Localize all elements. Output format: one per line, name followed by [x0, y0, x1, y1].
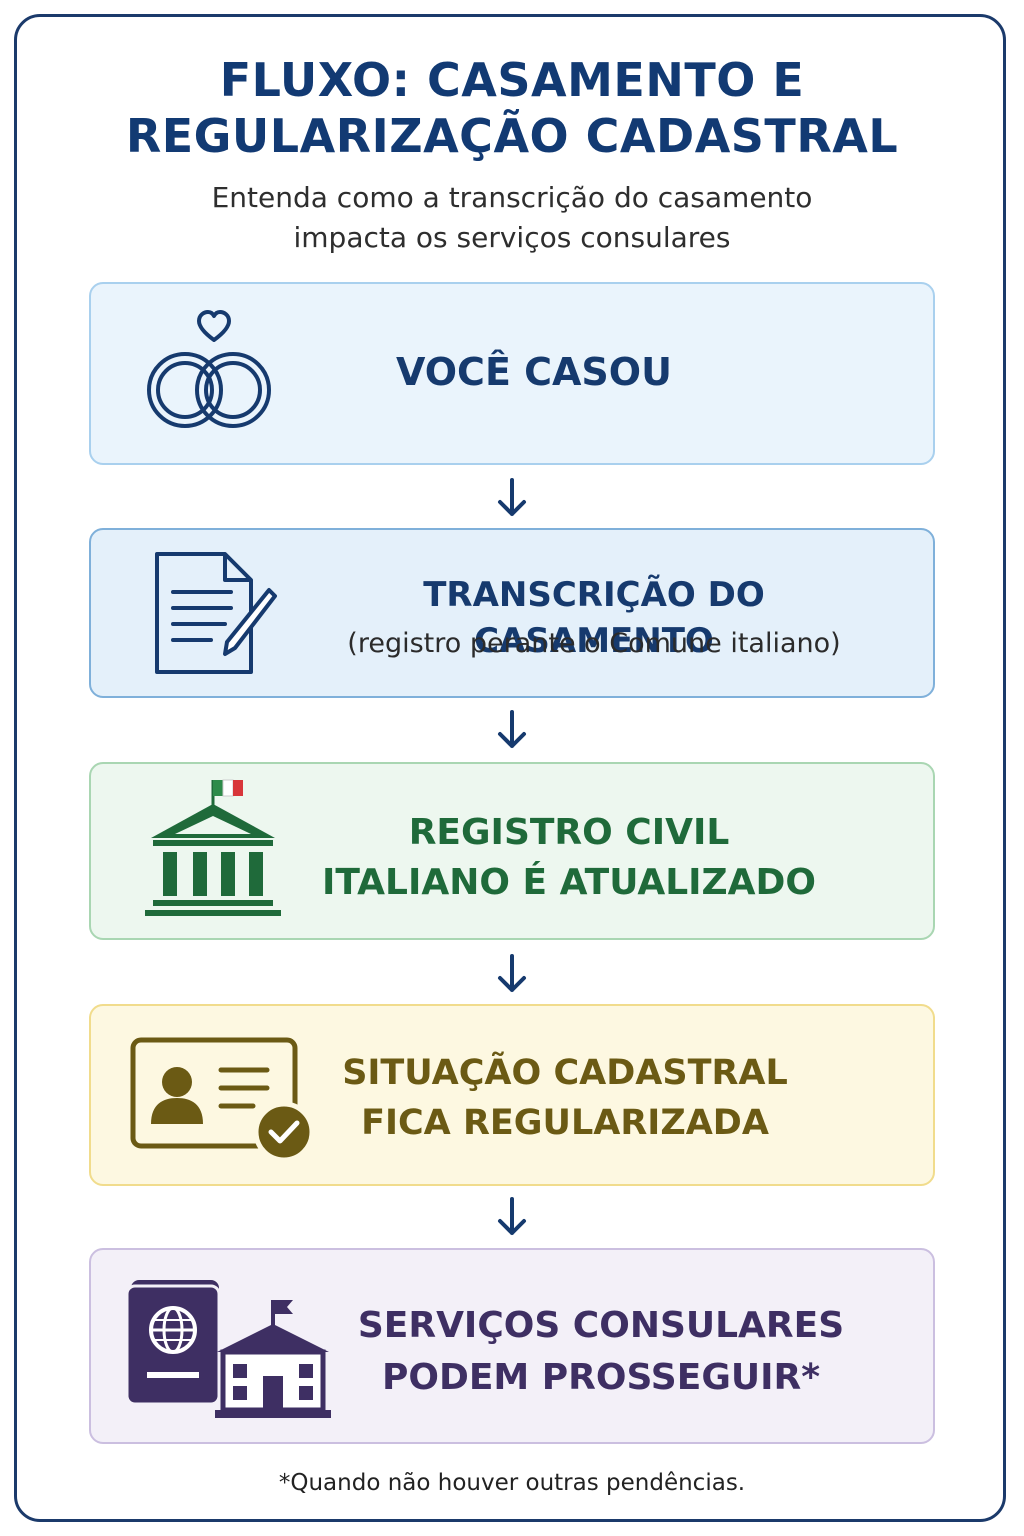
passport-consulate-icon — [125, 1280, 331, 1418]
wedding-rings-icon — [147, 310, 271, 428]
arrow-down-icon — [498, 710, 526, 748]
title-line-1: FLUXO: CASAMENTO E — [219, 53, 805, 107]
id-card-check-icon — [130, 1037, 315, 1163]
step-label: SERVIÇOS CONSULARES PODEM PROSSEGUIR* — [357, 1305, 845, 1398]
step-situacao-cadastral: SITUAÇÃO CADASTRAL FICA REGULARIZADA — [89, 1004, 935, 1186]
step-registro-civil: REGISTRO CIVIL ITALIANO É ATUALIZADO — [89, 762, 935, 940]
subtitle-line-1: Entenda como a transcrição do casamento — [211, 181, 813, 214]
step-label: REGISTRO CIVIL ITALIANO É ATUALIZADO — [322, 812, 816, 903]
step-label: TRANSCRIÇÃO DO CASAMENTO — [423, 575, 765, 661]
document-pen-icon — [155, 552, 277, 674]
step-label: VOCÊ CASOU — [396, 350, 672, 394]
government-building-icon — [145, 779, 281, 916]
step-transcricao: TRANSCRIÇÃO DO CASAMENTO (registro peran… — [89, 528, 935, 698]
subtitle-line-2: impacta os serviços consulares — [293, 221, 731, 254]
page-title: FLUXO: CASAMENTO E REGULARIZAÇÃO CADASTR… — [0, 52, 1024, 164]
page-subtitle: Entenda como a transcrição do casamento … — [0, 178, 1024, 258]
arrow-down-icon — [498, 954, 526, 992]
footnote: *Quando não houver outras pendências. — [278, 1470, 746, 1496]
title-line-2: REGULARIZAÇÃO CADASTRAL — [125, 109, 899, 163]
step-servicos-consulares: SERVIÇOS CONSULARES PODEM PROSSEGUIR* — [89, 1248, 935, 1444]
step-label: SITUAÇÃO CADASTRAL FICA REGULARIZADA — [342, 1053, 788, 1143]
arrow-down-icon — [498, 478, 526, 516]
arrow-down-icon — [498, 1197, 526, 1235]
step-detail: (registro perante o Comune italiano) — [347, 628, 841, 659]
step-casamento: VOCÊ CASOU — [89, 282, 935, 465]
